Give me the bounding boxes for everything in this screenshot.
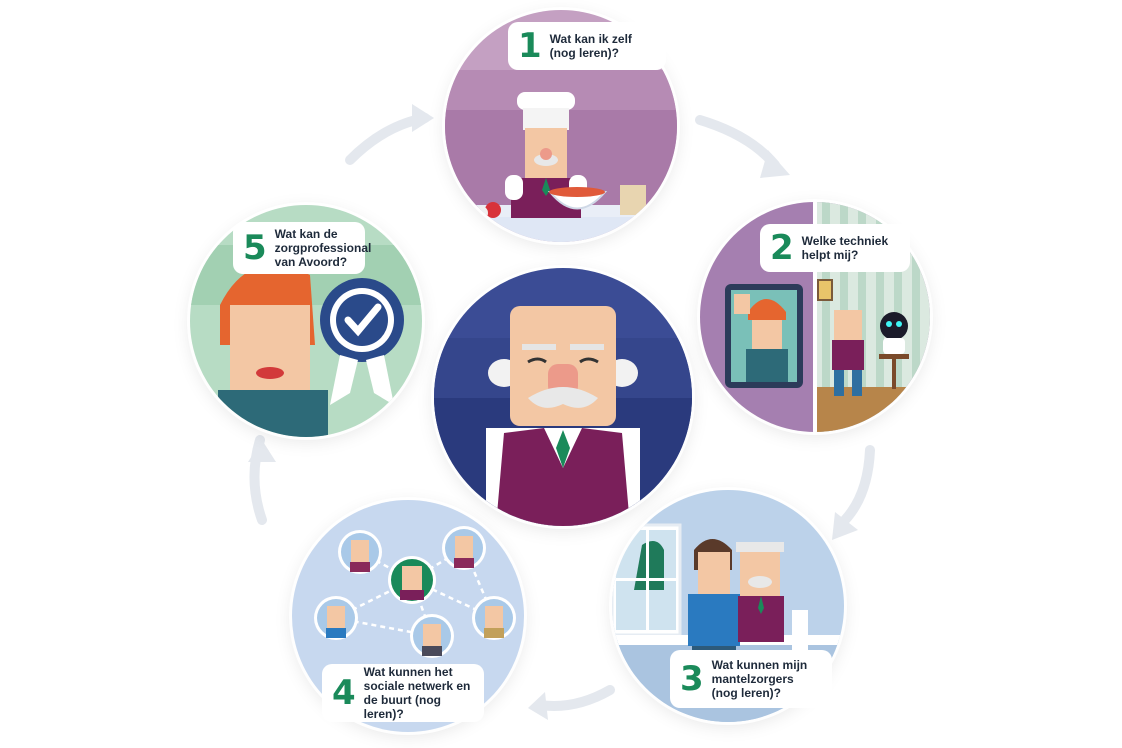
step-2-text: Welke techniek helpt mij? [801, 234, 889, 262]
step-3-text: Wat kunnen mijn mantelzorgers (nog leren… [711, 658, 808, 700]
step-4-text: Wat kunnen het sociale netwerk en de buu… [363, 665, 471, 721]
step-1-label: 1 Wat kan ik zelf (nog leren)? [508, 22, 666, 70]
step-2-number: 2 [770, 228, 794, 268]
step-4-number: 4 [332, 673, 356, 713]
step-3-label: 3 Wat kunnen mijn mantelzorgers (nog ler… [670, 650, 832, 708]
center-elderly-man-circle [434, 268, 692, 526]
step-2-label: 2 Welke techniek helpt mij? [760, 224, 910, 272]
step-3-number: 3 [680, 659, 704, 699]
step-5-circle [190, 205, 422, 437]
step-4-label: 4 Wat kunnen het sociale netwerk en de b… [322, 664, 484, 722]
step-5-number: 5 [243, 228, 267, 268]
step-1-number: 1 [518, 26, 542, 66]
step-1-text: Wat kan ik zelf (nog leren)? [549, 32, 632, 60]
step-5-label: 5 Wat kan de zorgprofessional van Avoord… [233, 222, 371, 274]
step-5-text: Wat kan de zorgprofessional van Avoord? [274, 227, 372, 269]
